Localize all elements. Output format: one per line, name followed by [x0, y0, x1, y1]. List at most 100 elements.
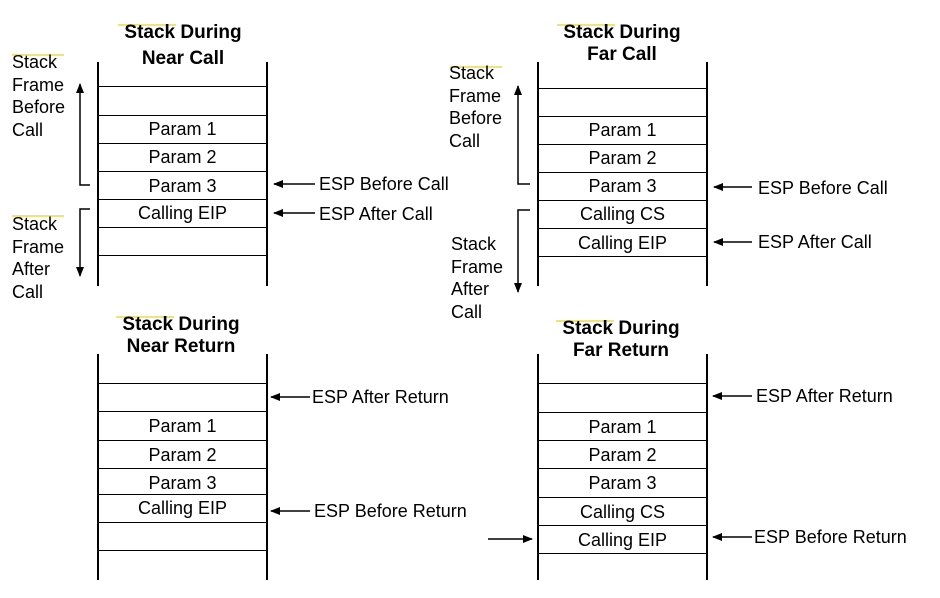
far-call-title-line1: Stack During — [563, 22, 681, 43]
near-call-frame-before-label: Stack Frame Before Call — [12, 51, 65, 141]
stack-divider — [537, 468, 708, 469]
stack-cell: Calling CS — [579, 502, 666, 522]
side-label-highlight — [12, 215, 64, 217]
far-return-title-line2: Far Return — [572, 340, 670, 361]
title-highlight — [556, 320, 614, 322]
title-highlight — [557, 24, 615, 26]
stack-cell: Param 1 — [588, 417, 657, 437]
stack-divider — [97, 199, 268, 200]
stack-cell: Calling EIP — [577, 530, 668, 550]
stack-divider — [97, 494, 268, 495]
stack-divider — [97, 255, 268, 256]
near-return-esp-after-label: ESP After Return — [312, 387, 449, 407]
stack-divider — [537, 200, 708, 201]
stack-divider — [97, 171, 268, 172]
near-call-before-bracket — [76, 83, 90, 186]
stack-cell: Param 1 — [588, 120, 657, 140]
far-call-frame-before-label: Stack Frame Before Call — [449, 62, 502, 152]
label-line: Call — [12, 281, 44, 302]
stack-cell: Param 2 — [148, 147, 217, 167]
stack-divider — [97, 115, 268, 116]
side-label-highlight — [12, 54, 64, 56]
label-line: Stack — [449, 63, 495, 83]
far-return-title-line1: Stack During — [562, 318, 680, 339]
far-call-esp-after-label: ESP After Call — [758, 232, 872, 252]
label-line: Before — [12, 97, 66, 117]
stack-cell: Param 3 — [148, 176, 217, 196]
near-call-title-line1: Stack During — [124, 22, 242, 43]
stack-cell: Calling CS — [579, 204, 666, 224]
near-call-esp-after-label: ESP After Call — [319, 204, 433, 224]
label-line: After — [451, 279, 490, 299]
far-call-before-bracket — [514, 85, 530, 185]
stack-divider — [97, 468, 268, 469]
far-call-stack-right-edge — [706, 62, 708, 286]
near-call-stack-left-edge — [97, 62, 99, 286]
stack-divider — [97, 227, 268, 228]
title-highlight — [116, 316, 174, 318]
stack-divider — [97, 143, 268, 144]
stack-divider — [97, 440, 268, 441]
stack-cell: Param 2 — [588, 148, 657, 168]
stack-divider — [537, 144, 708, 145]
stack-divider — [537, 172, 708, 173]
side-label-highlight — [450, 66, 502, 68]
stack-divider — [537, 383, 708, 384]
near-call-after-bracket — [76, 208, 90, 277]
label-line: Frame — [12, 236, 65, 257]
stack-cell: Calling EIP — [137, 498, 228, 518]
stack-divider — [97, 522, 268, 523]
stack-divider — [537, 497, 708, 498]
stack-divider — [97, 86, 268, 87]
stack-divider — [97, 383, 268, 384]
near-return-stack-left-edge — [97, 354, 99, 580]
stack-divider — [537, 440, 708, 441]
far-call-title: Stack During Far Call — [537, 22, 707, 66]
far-call-frame-after-label: Stack Frame After Call — [451, 233, 503, 323]
label-line: Frame — [451, 256, 504, 277]
far-call-after-bracket — [514, 209, 530, 293]
far-call-title-line2: Far Call — [587, 44, 657, 65]
label-line: Call — [12, 119, 44, 140]
stack-cell: Param 2 — [148, 445, 217, 465]
near-return-esp-before-label: ESP Before Return — [314, 501, 467, 521]
label-line: After — [12, 259, 51, 279]
label-line: Before — [449, 108, 503, 128]
label-line: Call — [451, 301, 483, 322]
far-call-stack-left-edge — [537, 62, 539, 286]
label-line: Stack — [12, 214, 58, 234]
near-return-stack-right-edge — [266, 354, 268, 580]
near-call-title: Stack During Near Call — [98, 22, 268, 70]
near-call-frame-after-label: Stack Frame After Call — [12, 213, 64, 303]
stack-divider — [537, 228, 708, 229]
stack-cell: Param 3 — [588, 176, 657, 196]
near-call-esp-before-label: ESP Before Call — [319, 174, 449, 194]
stack-divider — [537, 525, 708, 526]
stack-divider — [97, 550, 268, 551]
far-return-title: Stack During Far Return — [536, 318, 706, 362]
far-call-esp-before-label: ESP Before Call — [758, 178, 888, 198]
stack-cell: Param 3 — [588, 473, 657, 493]
far-return-stack-right-edge — [706, 354, 708, 580]
label-line: Stack — [451, 234, 497, 254]
near-call-stack-right-edge — [266, 62, 268, 286]
label-line: Call — [449, 130, 481, 151]
far-return-stack-left-edge — [537, 354, 539, 580]
near-call-title-line2: Near Call — [141, 48, 225, 69]
title-highlight — [118, 24, 176, 26]
near-return-title-line1: Stack During — [122, 314, 240, 335]
stack-divider — [537, 116, 708, 117]
near-return-title-line2: Near Return — [126, 336, 236, 357]
stack-divider — [97, 411, 268, 412]
stack-cell: Param 1 — [148, 119, 217, 139]
stack-cell: Param 1 — [148, 416, 217, 436]
stack-divider — [537, 412, 708, 413]
label-line: Frame — [449, 85, 502, 106]
stack-cell: Calling EIP — [577, 233, 668, 253]
stack-cell: Calling EIP — [137, 203, 228, 223]
stack-divider — [537, 256, 708, 257]
label-line: Stack — [12, 52, 58, 72]
far-return-esp-before-label: ESP Before Return — [754, 527, 907, 547]
label-line: Frame — [12, 74, 65, 95]
